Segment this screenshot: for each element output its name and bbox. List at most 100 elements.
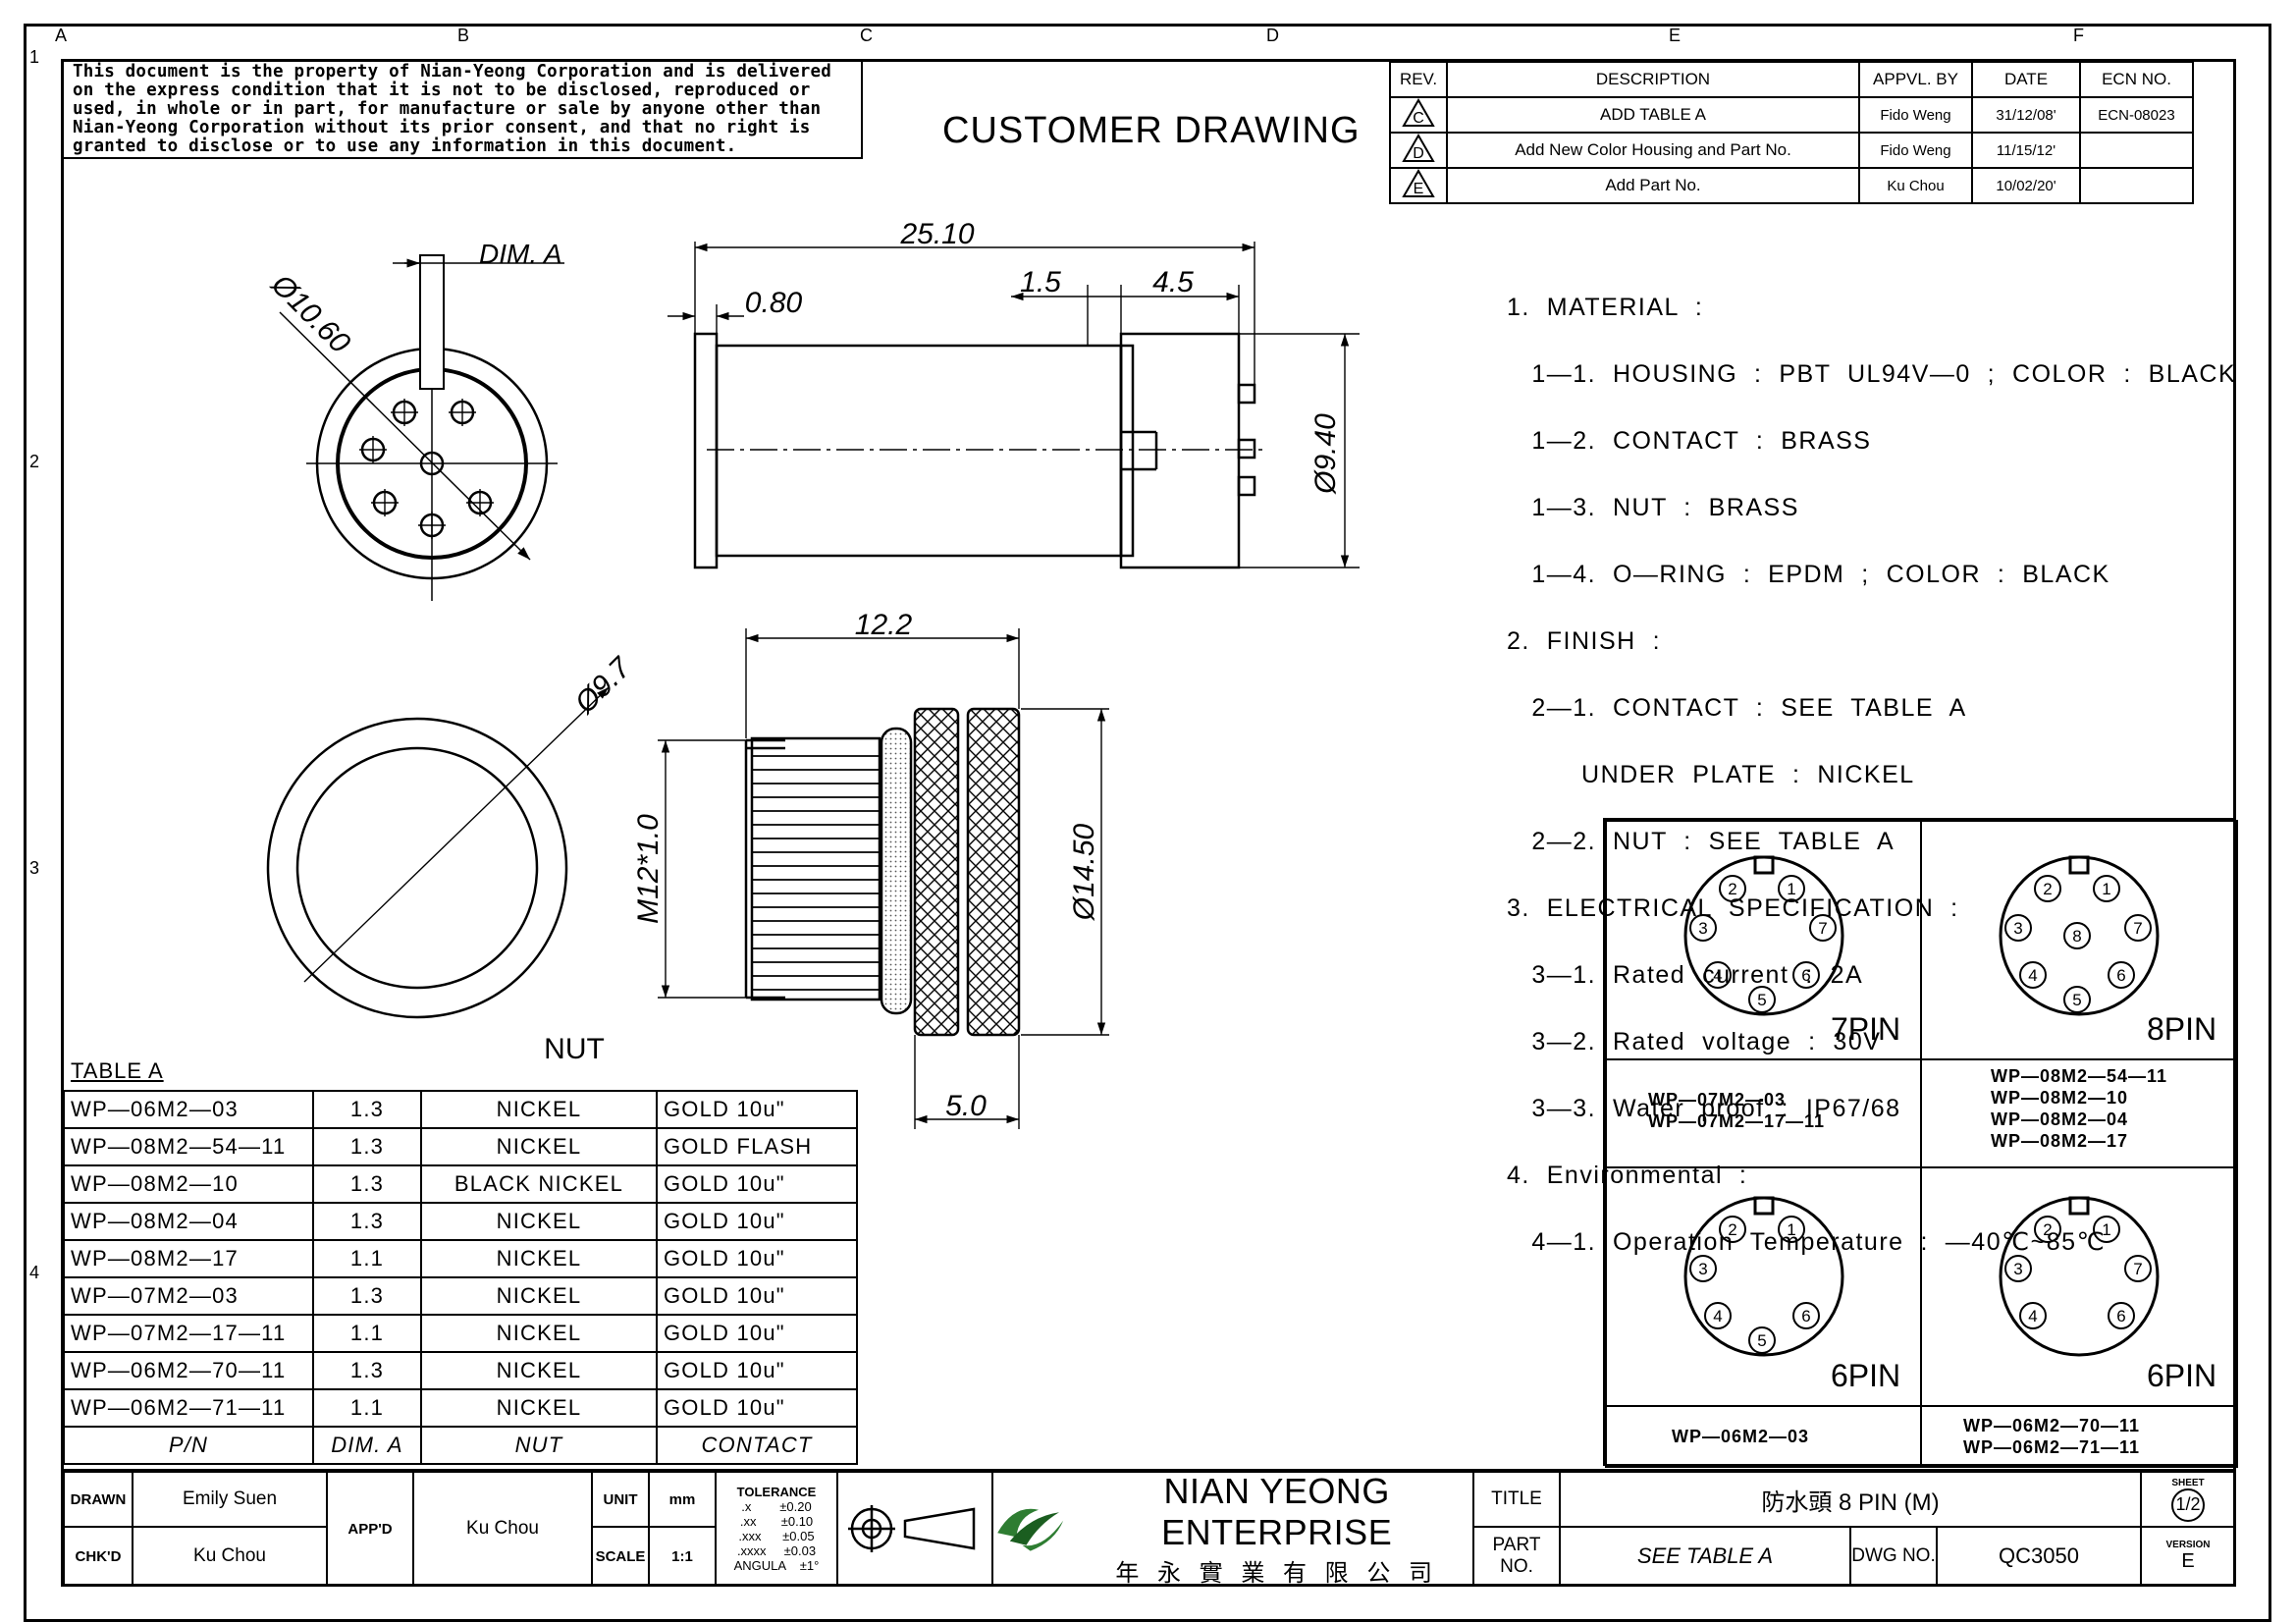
- pin-label-8: 8PIN: [2147, 1011, 2217, 1047]
- drawn-value: Emily Suen: [132, 1471, 328, 1528]
- sheet-box: SHEET 1/2: [2140, 1471, 2236, 1528]
- notice-line: used, in whole or in part, for manufactu…: [73, 99, 822, 119]
- rev-ecn: [2079, 132, 2194, 169]
- dim-length-2510: 25.10: [899, 218, 974, 250]
- dim-length-122: 12.2: [855, 609, 913, 641]
- rev-triangle: E: [1389, 167, 1448, 204]
- contact-cell: GOLD 10u": [656, 1388, 858, 1428]
- note-line: 3—3. Water proof : IP67/68: [1507, 1095, 1901, 1122]
- pin-number: 1: [1787, 880, 1795, 898]
- part-number: WP—06M2—70—11: [1963, 1416, 2141, 1435]
- nut-cell: NICKEL: [420, 1314, 658, 1353]
- table-a-footer-cell: NUT: [420, 1426, 658, 1465]
- title-block: DRAWN Emily Suen CHK'D Ku Chou APP'D Ku …: [63, 1469, 2236, 1587]
- parts-list-7: WP—07M2—03 WP—07M2—17—11: [1648, 1089, 1825, 1132]
- nut-label: NUT: [544, 1033, 605, 1065]
- notice-line: granted to disclose or to use any inform…: [73, 136, 737, 156]
- pin-number: 3: [1698, 1260, 1707, 1278]
- part-number: WP—06M2—71—11: [1963, 1437, 2141, 1457]
- dim-diameter-1060: Ø10.60: [264, 268, 356, 360]
- part-number: WP—08M2—04: [1991, 1109, 2129, 1129]
- note-line: 1—1. HOUSING : PBT UL94V—0 ; COLOR : BLA…: [1507, 360, 2237, 388]
- contact-cell: GOLD 10u": [656, 1239, 858, 1278]
- pin-diagram-8: [1999, 855, 2160, 1016]
- pin-number: 2: [2043, 1220, 2052, 1239]
- pin-number: 6: [2116, 966, 2125, 985]
- part-number-cell: WP—08M2—10: [63, 1164, 314, 1204]
- title-value: 防水頭 8 PIN (M): [1559, 1471, 2142, 1528]
- dim-a-cell: 1.1: [312, 1239, 422, 1278]
- rev-approver: Fido Weng: [1858, 132, 1973, 169]
- pin-number: 6: [1801, 966, 1810, 985]
- table-a-footer-cell: CONTACT: [656, 1426, 858, 1465]
- dim-a-cell: 1.3: [312, 1351, 422, 1390]
- dim-a-cell: 1.1: [312, 1388, 422, 1428]
- dim-a-cell: 1.3: [312, 1276, 422, 1316]
- dim-a-label: DIM. A: [479, 239, 562, 269]
- pin-number: 2: [2043, 880, 2052, 898]
- zone-row-4: 4: [29, 1263, 40, 1282]
- tolerance-line: .xxxx ±0.03: [736, 1543, 817, 1558]
- part-number-cell: WP—06M2—70—11: [63, 1351, 314, 1390]
- sheet-value: 1/2: [2171, 1488, 2205, 1522]
- note-line: 3—1. Rated current : 2A: [1507, 961, 1864, 989]
- company-box: NIAN YEONG ENTERPRISE 年 永 實 業 有 限 公 司: [991, 1471, 1474, 1587]
- note-line: 4. Environmental :: [1507, 1162, 1748, 1189]
- rev-header: ECN NO.: [2079, 61, 2194, 98]
- part-number-cell: WP—08M2—17: [63, 1239, 314, 1278]
- company-name: NIAN YEONG ENTERPRISE: [1161, 1470, 1393, 1552]
- tolerance-line: .xxx ±0.05: [738, 1529, 815, 1543]
- version-label: VERSION: [2165, 1540, 2211, 1550]
- nut-cell: NICKEL: [420, 1388, 658, 1428]
- pin-diagram-6a: [1683, 1196, 1844, 1357]
- notice-line: This document is the property of Nian-Ye…: [73, 62, 831, 81]
- pin-number: 1: [2102, 1220, 2110, 1239]
- pin-number: 3: [2013, 919, 2022, 938]
- checked-value: Ku Chou: [132, 1526, 328, 1587]
- pin-number: 4: [1713, 1307, 1722, 1325]
- part-number: WP—06M2—03: [1672, 1427, 1810, 1446]
- dim-a-cell: 1.3: [312, 1202, 422, 1241]
- parts-cell-6b: [1920, 1405, 2238, 1468]
- title-label: TITLE: [1472, 1471, 1561, 1528]
- notice-line: Nian-Yeong Corporation without its prior…: [73, 118, 811, 137]
- pin-diagram-6b: [1999, 1196, 2160, 1357]
- dwg-no-label: DWG NO.: [1849, 1526, 1938, 1587]
- dim-diameter-1450: Ø14.50: [1068, 823, 1100, 921]
- contact-cell: GOLD 10u": [656, 1202, 858, 1241]
- zone-col-e: E: [1669, 26, 1682, 45]
- contact-cell: GOLD FLASH: [656, 1127, 858, 1166]
- sheet-label: SHEET: [2171, 1477, 2205, 1488]
- side-view: [667, 242, 1360, 569]
- part-number-cell: WP—08M2—54—11: [63, 1127, 314, 1166]
- zone-col-c: C: [860, 26, 873, 45]
- pin-number: 8: [2072, 927, 2081, 946]
- table-a-footer-cell: P/N: [63, 1426, 314, 1465]
- note-line: 1—3. NUT : BRASS: [1507, 494, 1799, 521]
- part-number-cell: WP—07M2—17—11: [63, 1314, 314, 1353]
- dim-a-cell: 1.3: [312, 1090, 422, 1129]
- rev-header: APPVL. BY: [1858, 61, 1973, 98]
- pin-label-7: 7PIN: [1831, 1011, 1901, 1047]
- part-number: WP—07M2—17—11: [1648, 1111, 1826, 1131]
- approved-value: Ku Chou: [412, 1471, 593, 1587]
- rev-approver: Fido Weng: [1858, 96, 1973, 134]
- contact-cell: GOLD 10u": [656, 1351, 858, 1390]
- projection-symbol: [836, 1471, 993, 1587]
- nut-cell: NICKEL: [420, 1276, 658, 1316]
- rev-date: 31/12/08': [1971, 96, 2081, 134]
- pin-number: 7: [2133, 1260, 2142, 1278]
- parts-list-8: WP—08M2—54—11 WP—08M2—10 WP—08M2—04 WP—0…: [1991, 1065, 2167, 1152]
- proprietary-notice: This document is the property of Nian-Ye…: [63, 61, 863, 159]
- rev-header: DESCRIPTION: [1446, 61, 1860, 98]
- scale-value: 1:1: [648, 1526, 717, 1587]
- note-line: 2—1. CONTACT : SEE TABLE A: [1507, 694, 1967, 722]
- pin-diagram-7: [1683, 855, 1844, 1016]
